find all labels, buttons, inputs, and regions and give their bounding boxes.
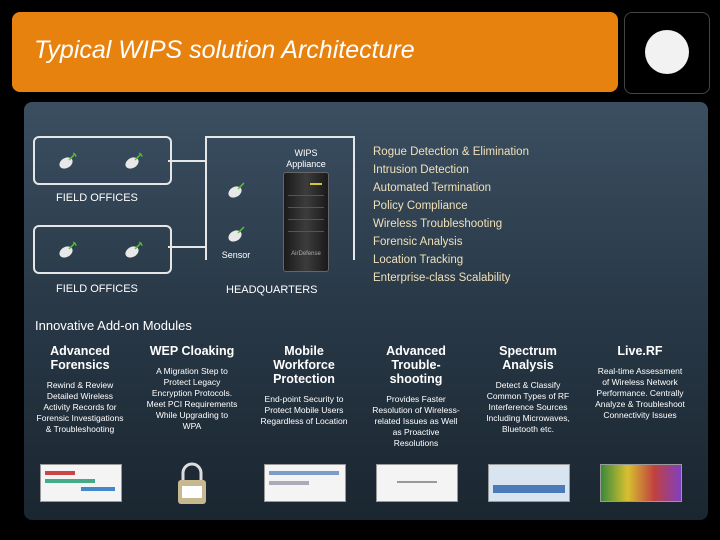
module-screenshot [264, 464, 346, 502]
wips-appliance-label: WIPS Appliance [286, 148, 326, 170]
module-screenshot [376, 464, 458, 502]
satellite-dish-icon [228, 226, 245, 242]
headquarters-label: HEADQUARTERS [226, 284, 318, 296]
thumb-bar [81, 487, 115, 491]
feature-item: Automated Termination [373, 182, 492, 194]
link-line-top-right [205, 136, 355, 138]
thumb-bar [45, 479, 95, 483]
title-banner: Typical WIPS solution Architecture [12, 12, 618, 92]
page-title: Typical WIPS solution Architecture [34, 36, 415, 64]
module-spectrum-analysis: Spectrum Analysis Detect & Classify Comm… [482, 344, 574, 516]
feature-item: Intrusion Detection [373, 164, 469, 176]
content-panel [24, 102, 708, 520]
module-title: Advanced Trouble-shooting [386, 344, 446, 386]
field-office-box-bottom [33, 225, 172, 274]
module-title: Spectrum Analysis [499, 344, 557, 372]
satellite-dish-icon [228, 182, 245, 198]
satellite-dish-icon [59, 241, 77, 258]
module-mobile-workforce-protection: Mobile Workforce Protection End-point Se… [258, 344, 350, 516]
appliance-icon: AirDefense [283, 172, 329, 272]
module-desc: A Migration Step to Protect Legacy Encry… [146, 366, 238, 431]
module-desc: Rewind & Review Detailed Wireless Activi… [36, 380, 124, 434]
feature-list: Rogue Detection & Elimination Intrusion … [373, 143, 529, 287]
logo-circle [645, 30, 689, 74]
appliance-brand: AirDefense [291, 251, 321, 257]
module-desc: End-point Security to Protect Mobile Use… [260, 394, 348, 426]
satellite-dish-icon [125, 241, 143, 258]
module-wep-cloaking: WEP Cloaking A Migration Step to Protect… [146, 344, 238, 516]
feature-item: Forensic Analysis [373, 236, 463, 248]
module-desc: Detect & Classify Common Types of RF Int… [486, 380, 570, 434]
link-line-vertical [205, 136, 207, 260]
module-screenshot [600, 464, 682, 502]
feature-item: Wireless Troubleshooting [373, 218, 503, 230]
module-title: Mobile Workforce Protection [273, 344, 335, 386]
link-line-top [168, 160, 206, 162]
appliance-slot [288, 207, 324, 208]
module-title: Advanced Forensics [50, 344, 110, 372]
appliance-slot [288, 219, 324, 220]
field-office-box-top [33, 136, 172, 185]
feature-item: Policy Compliance [373, 200, 468, 212]
thumb-bar [397, 481, 437, 483]
addons-heading: Innovative Add-on Modules [35, 318, 192, 333]
field-offices-label-top: FIELD OFFICES [56, 192, 138, 204]
field-offices-label-bottom: FIELD OFFICES [56, 283, 138, 295]
module-title: WEP Cloaking [149, 344, 235, 358]
module-advanced-troubleshooting: Advanced Trouble-shooting Provides Faste… [370, 344, 462, 516]
module-desc: Real-time Assessment of Wireless Network… [595, 366, 685, 420]
module-title: Live.RF [617, 344, 663, 358]
thumb-bar [269, 471, 339, 475]
thumb-bar [45, 471, 75, 475]
link-line-bottom [168, 246, 206, 248]
feature-item: Location Tracking [373, 254, 464, 266]
thumb-bar [269, 481, 309, 485]
satellite-dish-icon [125, 152, 143, 169]
module-advanced-forensics: Advanced Forensics Rewind & Review Detai… [34, 344, 126, 516]
satellite-dish-icon [59, 152, 77, 169]
feature-item: Enterprise-class Scalability [373, 272, 511, 284]
module-screenshot [40, 464, 122, 502]
appliance-slot [288, 195, 324, 196]
thumb-bar [493, 485, 565, 493]
feature-item: Rogue Detection & Elimination [373, 146, 529, 158]
logo-box [624, 12, 710, 94]
link-line-right [353, 136, 355, 260]
appliance-slot [288, 231, 324, 232]
sensor-label: Sensor [221, 250, 251, 260]
module-desc: Provides Faster Resolution of Wireless-r… [372, 394, 460, 448]
module-screenshot [488, 464, 570, 502]
lock-icon [178, 462, 206, 504]
module-live-rf: Live.RF Real-time Assessment of Wireless… [594, 344, 686, 516]
appliance-led [310, 183, 322, 185]
